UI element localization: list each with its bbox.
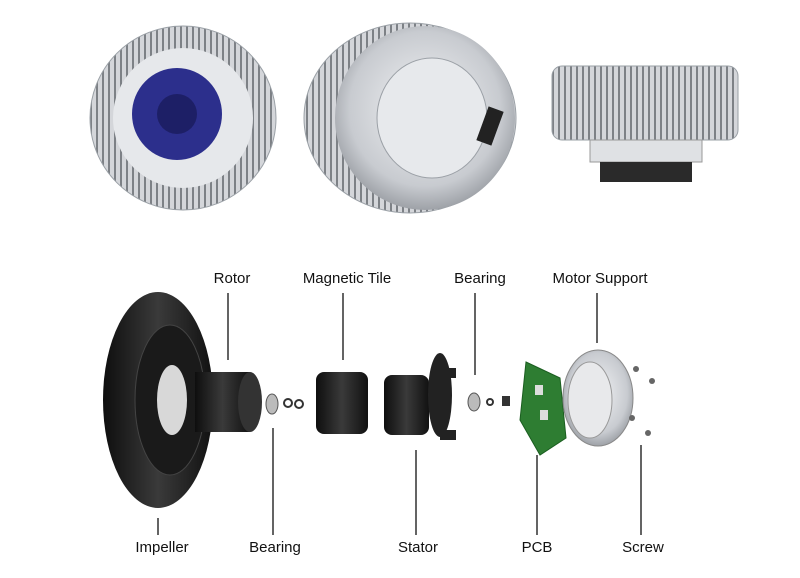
fan-front-view <box>89 25 277 211</box>
bearing-part-2 <box>467 392 510 412</box>
label-impeller: Impeller <box>135 539 189 556</box>
stator-part <box>384 353 456 440</box>
motor-support-part <box>562 349 634 447</box>
fan-side-view <box>551 65 739 182</box>
fan-back-view <box>303 22 517 214</box>
label-motor-support: Motor Support <box>552 270 648 287</box>
magnetic-tile-part <box>316 372 368 434</box>
label-pcb: PCB <box>521 539 553 556</box>
label-screw: Screw <box>622 539 664 556</box>
screws <box>629 366 655 436</box>
impeller-part <box>103 292 213 508</box>
label-rotor: Rotor <box>213 270 251 287</box>
label-stator: Stator <box>397 539 439 556</box>
label-magnetic-tile: Magnetic Tile <box>302 270 392 287</box>
bearing-part <box>265 393 304 415</box>
rotor-part <box>195 372 262 432</box>
label-bearing-bottom: Bearing <box>249 539 301 556</box>
pcb-part <box>519 361 567 456</box>
leader-lines <box>157 293 642 535</box>
label-bearing-top: Bearing <box>454 270 506 287</box>
